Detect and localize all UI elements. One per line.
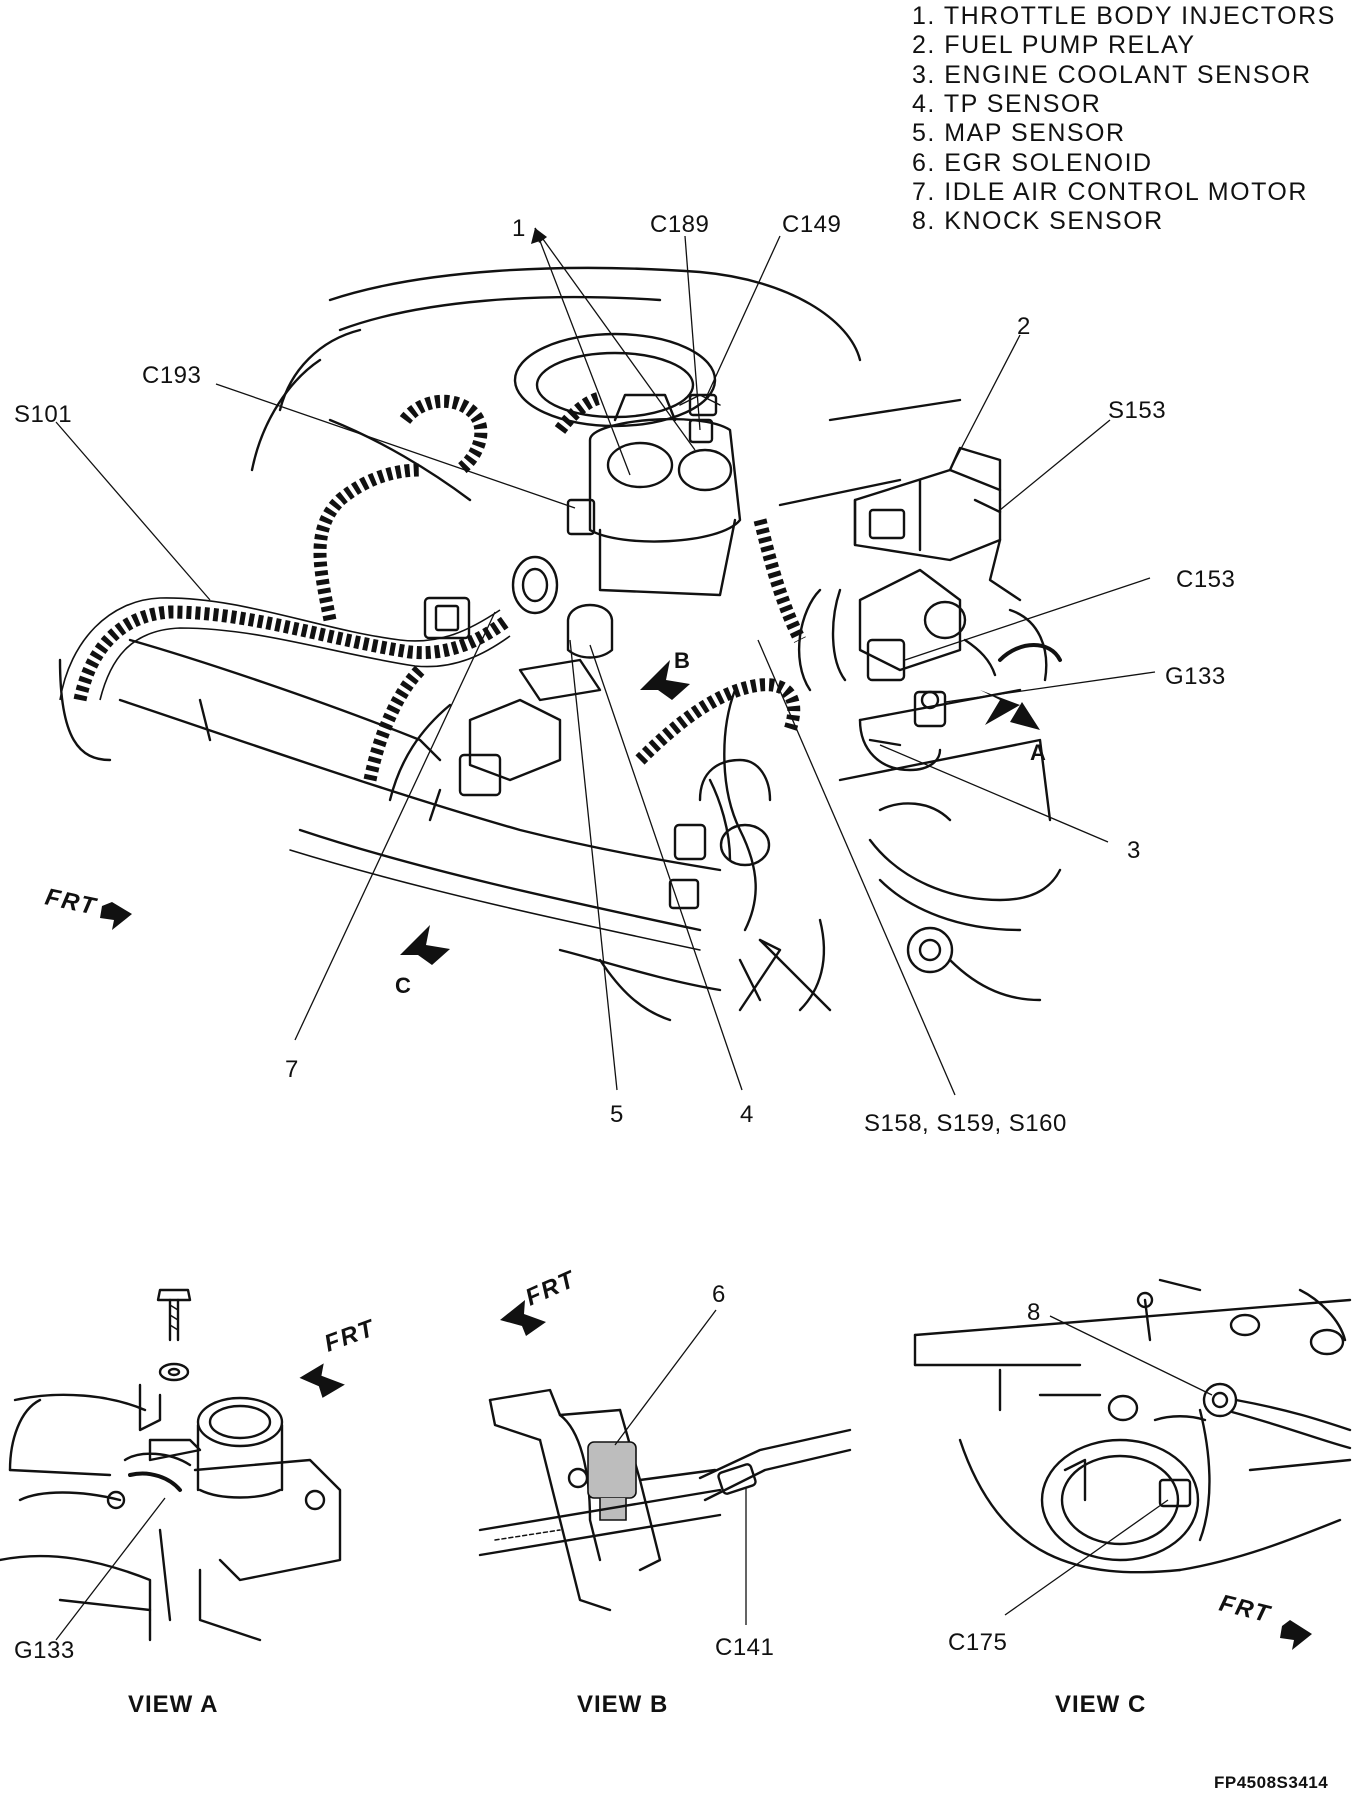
callout-c153: C153 [1176,566,1235,593]
legend-item-3: 3. ENGINE COOLANT SENSOR [912,61,1312,89]
legend-item-1: 1. THROTTLE BODY INJECTORS [912,2,1336,30]
leader-s153 [999,419,1111,511]
view-arrow-b: B [640,648,690,700]
view-a-detail: G133 FRT VIEW A [0,1288,380,1718]
leader-item-4 [589,644,743,1091]
map-sensor [518,603,614,702]
arrow-c-icon [400,925,450,965]
callout-item-5: 5 [610,1101,624,1128]
air-cleaner-opening [513,332,717,428]
leader-item-5 [569,639,618,1091]
frt-arrow-icon-view-c [1280,1620,1312,1650]
main-engine-view: 1 C189 C149 2 C193 S101 S153 C153 G133 3… [14,211,1235,1137]
callout-g133-view-a: G133 [14,1637,75,1664]
frt-label-view-c: FRT [1217,1590,1275,1629]
frt-arrow-icon-view-a [299,1363,345,1398]
callout-item-3: 3 [1127,837,1141,864]
leader-c193 [215,383,576,509]
main-view-leaders [55,227,1156,1096]
c149-connector [688,393,718,417]
callout-item-8: 8 [1027,1299,1041,1326]
callout-item-1: 1 [512,215,526,242]
leader-item-8 [1049,1315,1213,1396]
callout-s153: S153 [1108,397,1166,424]
coolant-sensor-area [858,690,947,772]
starter-housing [1040,1438,1200,1562]
leader-item-2 [949,334,1021,471]
c189-connector [688,418,714,444]
arrow-a-icon [980,690,1020,725]
callout-g133: G133 [1165,663,1226,690]
frt-arrow-icon-main [100,902,132,930]
component-legend: 1. THROTTLE BODY INJECTORS 2. FUEL PUMP … [912,2,1336,235]
leader-item-6 [614,1309,717,1446]
lower-center-components [668,758,954,974]
leader-s101 [55,421,211,601]
legend-item-5: 5. MAP SENSOR [912,119,1126,147]
legend-item-4: 4. TP SENSOR [912,90,1101,118]
callout-c193: C193 [142,362,201,389]
view-c-detail: 8 C175 FRT VIEW C [913,1278,1352,1718]
leader-g133-view-a [55,1497,166,1641]
callout-c175: C175 [948,1629,1007,1656]
leader-item-7 [294,611,496,1041]
throttle-body [588,393,742,597]
frt-label-view-b: FRT [521,1265,580,1311]
arrow-a-label: A [1030,740,1046,765]
arrow-c-label: C [395,973,411,998]
callout-c149: C149 [782,211,841,238]
callout-c189: C189 [650,211,709,238]
left-wiring-harness [59,394,511,802]
frt-label-view-a: FRT [321,1314,380,1357]
leader-item-1b [534,227,696,451]
view-arrow-c: C [395,925,450,998]
c175-connector [1158,1478,1192,1508]
legend-item-6: 6. EGR SOLENOID [912,149,1153,177]
legend-item-2: 2. FUEL PUMP RELAY [912,31,1196,59]
callout-s158-s159-s160: S158, S159, S160 [864,1110,1067,1137]
figure-code: FP4508S3414 [1214,1773,1328,1792]
lower-left-connectors [428,698,562,822]
egr-solenoid [587,1441,637,1499]
upper-hose-sweep [328,266,862,362]
view-c-title: VIEW C [1055,1691,1146,1718]
c193-connector [566,498,596,536]
callout-c141: C141 [715,1634,774,1661]
callout-item-7: 7 [285,1056,299,1083]
legend-item-7: 7. IDLE AIR CONTROL MOTOR [912,178,1308,206]
engine-block [58,638,1062,1022]
view-a-title: VIEW A [128,1691,218,1718]
leader-c189 [684,235,701,431]
front-direction-marker-main: FRT [43,883,132,930]
view-b-detail: 6 C141 FRT VIEW B [478,1265,852,1718]
arrow-b-label: B [674,648,690,673]
center-wiring-harness [554,391,806,932]
leader-c175 [1004,1499,1169,1616]
main-view-callouts: 1 C189 C149 2 C193 S101 S153 C153 G133 3… [14,211,1235,1137]
frt-label-main: FRT [43,883,100,920]
leader-c149 [704,235,781,401]
right-hose [998,643,1062,662]
leader-item-1a [534,227,631,476]
frt-arrow-icon-view-b [500,1300,546,1336]
c141-connector [717,1463,757,1495]
view-arrow-a: A [980,690,1046,765]
arrow-b-icon [640,660,690,700]
callout-item-6: 6 [712,1281,726,1308]
legend-item-8: 8. KNOCK SENSOR [912,207,1164,235]
leader-c153 [904,577,1151,661]
leader-s158-s160 [757,639,956,1096]
callout-item-4: 4 [740,1101,754,1128]
leader-item-3 [879,744,1109,843]
callout-item-2: 2 [1017,313,1031,340]
leader-g133-main [944,671,1156,703]
view-b-title: VIEW B [577,1691,668,1718]
fuel-pump-relay [853,446,1022,602]
idle-air-control-motor [423,555,559,640]
thermostat-neck [196,1396,284,1448]
relay-bracket-and-c153 [797,568,1048,692]
callout-s101: S101 [14,401,72,428]
